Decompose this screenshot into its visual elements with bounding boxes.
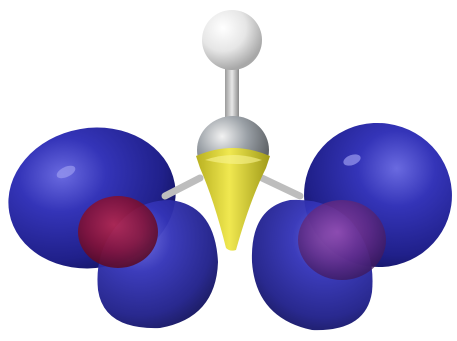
central-orbital-lobe	[196, 148, 270, 251]
overlap-region-left	[78, 196, 158, 268]
hydrogen-atom	[202, 10, 262, 70]
overlap-region-right	[298, 200, 386, 280]
bond-lines	[161, 58, 304, 200]
